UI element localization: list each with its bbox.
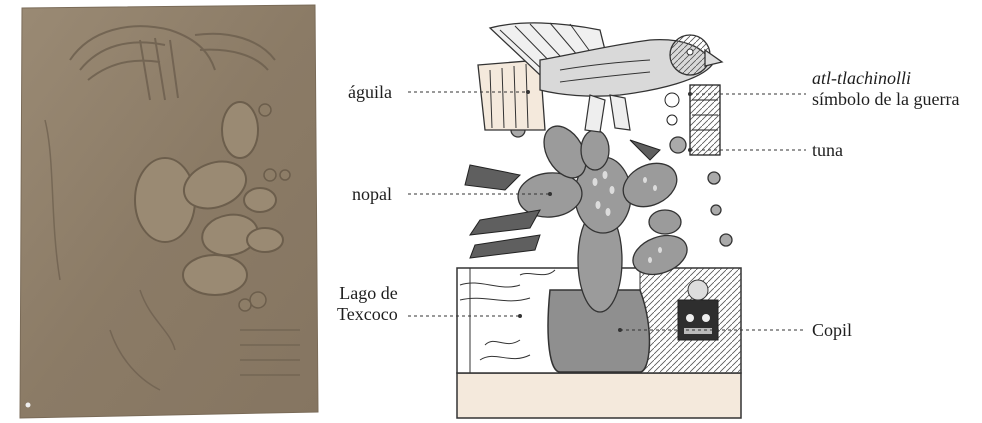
- eagle: [478, 23, 722, 132]
- pedestal-base: [457, 373, 741, 418]
- label-tuna: tuna: [812, 140, 843, 161]
- label-lago-de-texcoco: Lago de Texcoco: [337, 283, 398, 325]
- label-copil: Copil: [812, 320, 852, 341]
- label-lago-line1: Lago de: [337, 283, 398, 304]
- label-lago-line2: Texcoco: [337, 304, 398, 325]
- label-nopal: nopal: [352, 184, 392, 205]
- label-atl-tlachinolli: atl-tlachinolli símbolo de la guerra: [812, 68, 959, 110]
- label-atl-line2: símbolo de la guerra: [812, 89, 959, 110]
- stone-relief-photo: [20, 5, 318, 418]
- label-atl-line1: atl-tlachinolli: [812, 68, 959, 89]
- label-aguila: águila: [348, 82, 392, 103]
- codex-drawing: [457, 23, 741, 418]
